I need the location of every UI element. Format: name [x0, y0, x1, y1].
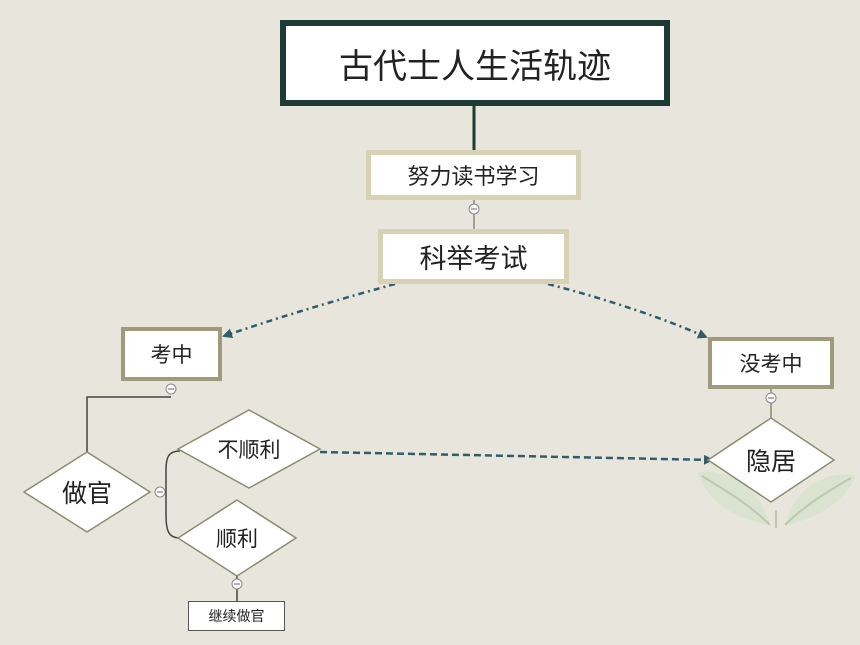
leaf-decoration-icon — [698, 471, 855, 528]
node-unsmooth-label[interactable]: 不顺利 — [217, 438, 281, 462]
node-continue[interactable]: 继续做官 — [188, 601, 285, 631]
diamond-official — [22, 451, 152, 533]
node-exam[interactable]: 科举考试 — [378, 229, 569, 284]
diamond-hermit — [706, 417, 836, 503]
diamond-unsmooth — [176, 409, 322, 489]
collapse-toggle-official[interactable] — [154, 486, 166, 498]
arrow-exam-to-pass — [222, 282, 396, 339]
diamond-smooth — [176, 499, 298, 577]
connector-pass-official — [86, 396, 171, 452]
collapse-toggle-smooth[interactable] — [231, 578, 243, 590]
node-hermit-label[interactable]: 隐居 — [745, 447, 796, 476]
arrow-exam-to-fail — [547, 282, 708, 339]
node-smooth-label[interactable]: 顺利 — [216, 527, 258, 551]
arrow-unsmooth-to-hermit — [319, 450, 714, 465]
collapse-toggle-pass[interactable] — [165, 383, 177, 395]
collapse-toggle-study[interactable] — [468, 203, 480, 215]
node-pass[interactable]: 考中 — [121, 327, 222, 381]
node-fail[interactable]: 没考中 — [708, 337, 834, 389]
title-node[interactable]: 古代士人生活轨迹 — [280, 20, 670, 106]
node-study[interactable]: 努力读书学习 — [366, 150, 581, 200]
collapse-toggle-fail[interactable] — [765, 392, 777, 404]
node-official-label[interactable]: 做官 — [61, 479, 112, 508]
